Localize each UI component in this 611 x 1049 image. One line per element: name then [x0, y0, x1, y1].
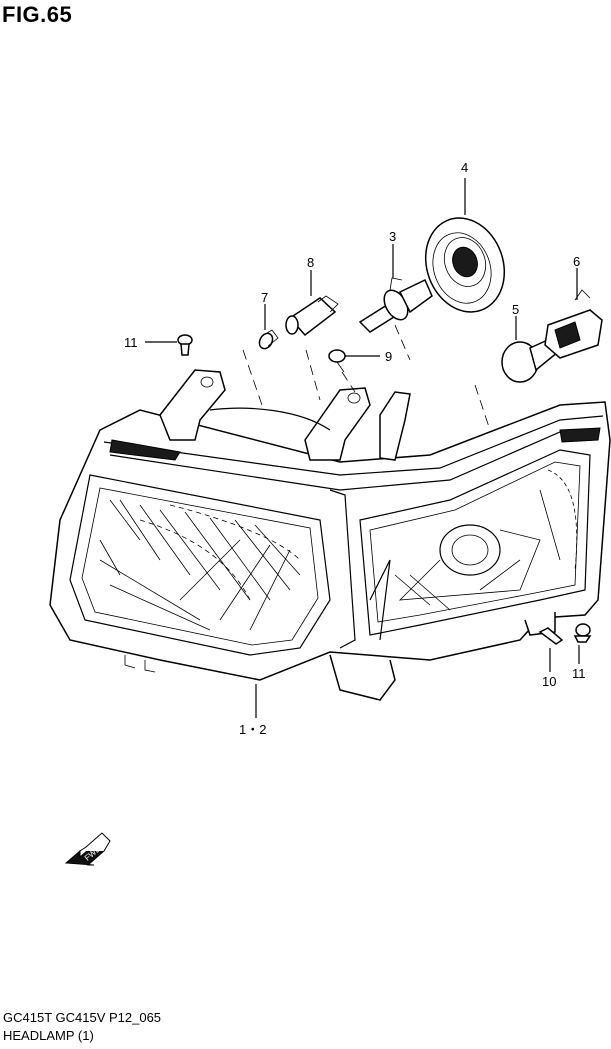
headlamp-housing — [49, 369, 611, 701]
screw — [538, 627, 564, 645]
callout-9: 9 — [385, 349, 392, 364]
bolt — [328, 349, 346, 373]
callout-8: 8 — [307, 255, 314, 270]
section-title: HEADLAMP (1) — [3, 1028, 94, 1043]
forward-arrow-icon: FWD — [64, 832, 111, 866]
callout-6: 6 — [573, 254, 580, 269]
bulb-cover — [424, 217, 506, 313]
headlamp-bulb — [358, 277, 433, 333]
callout-3: 3 — [389, 229, 396, 244]
leader-lines — [145, 178, 580, 718]
footer: GC415T GC415V P12_065 HEADLAMP (1) — [3, 1009, 161, 1045]
callout-4: 4 — [461, 160, 468, 175]
position-lamp-bulb — [258, 329, 279, 350]
position-lamp-socket — [285, 295, 339, 337]
callout-11-upper: 11 — [124, 335, 138, 350]
turn-signal-socket — [544, 289, 603, 359]
clip-lower — [573, 623, 592, 643]
callout-1-2: 1・2 — [239, 722, 266, 737]
callout-5: 5 — [512, 302, 519, 317]
figure-title: FIG.65 — [2, 2, 73, 27]
clip-upper — [177, 334, 193, 356]
callout-11-lower: 11 — [572, 666, 586, 681]
model-codes: GC415T GC415V P12_065 — [3, 1010, 162, 1025]
callout-7: 7 — [261, 290, 268, 305]
callout-10: 10 — [542, 674, 556, 689]
